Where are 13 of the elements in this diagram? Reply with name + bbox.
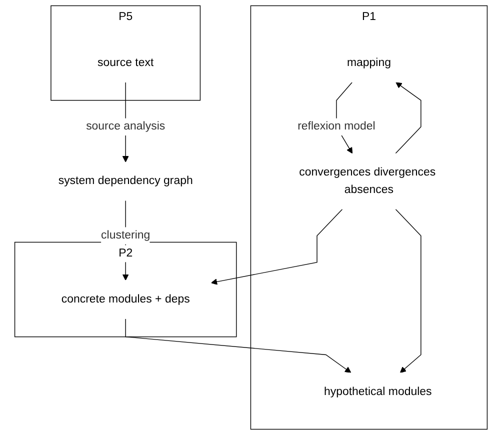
arrow	[125, 318, 352, 373]
node-text: source text	[98, 56, 154, 69]
node-text: system dependency graph	[58, 174, 193, 188]
node-text: hypothetical modules	[324, 386, 432, 398]
node-text: convergences divergences absences	[299, 166, 436, 196]
edge-label: reflexion model	[298, 120, 376, 133]
arrow	[395, 82, 422, 154]
arrow	[395, 208, 422, 373]
edge-label: source analysis	[86, 120, 166, 133]
node-text: mapping	[346, 56, 391, 69]
edge-label: clustering	[101, 229, 150, 242]
node-text: concrete modules + deps	[61, 293, 190, 306]
arrow	[211, 208, 343, 285]
